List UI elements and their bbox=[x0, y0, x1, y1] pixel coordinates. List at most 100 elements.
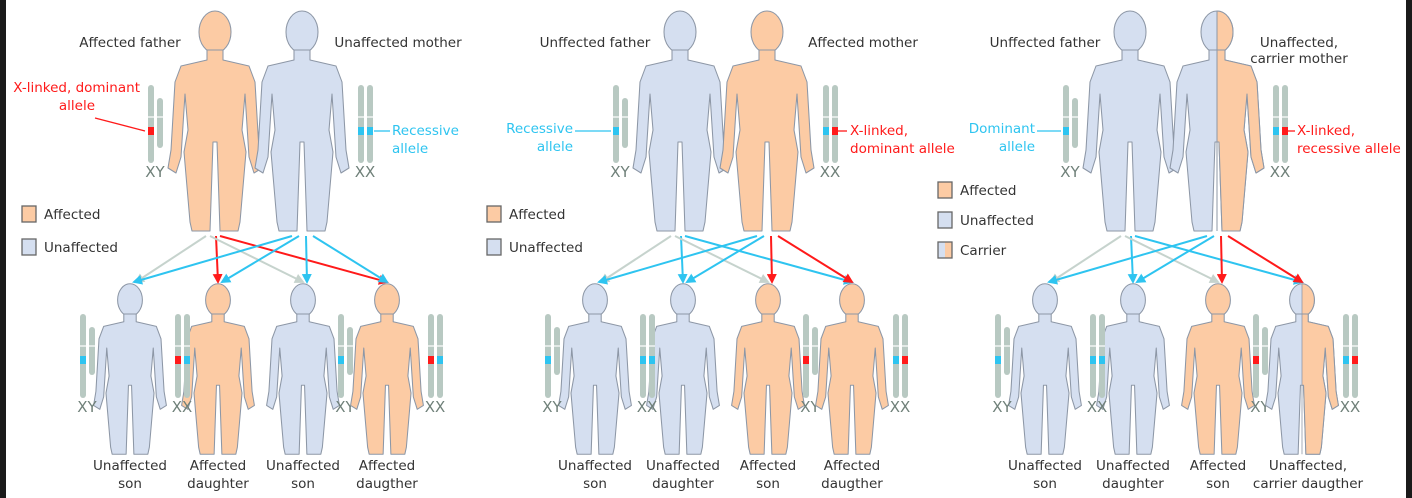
child-label: Unaffected bbox=[646, 458, 720, 474]
father-label: Unffected father bbox=[540, 35, 651, 51]
child-figure bbox=[266, 283, 340, 455]
xx-chromosomes: XX bbox=[890, 314, 911, 416]
allele-label: dominant allele bbox=[850, 141, 955, 157]
father-figure bbox=[167, 10, 263, 232]
mother-label: Affected mother bbox=[808, 35, 918, 51]
legend-label: Unaffected bbox=[44, 240, 118, 256]
dominant-allele-marker bbox=[1352, 356, 1358, 364]
father-inheritance-arrow bbox=[209, 235, 305, 283]
xy-chromosomes: XY bbox=[1250, 314, 1271, 416]
chromosome-label: XY bbox=[542, 398, 562, 416]
child-label: Affected bbox=[824, 458, 880, 474]
allele-label: X-linked, bbox=[1297, 123, 1355, 139]
xx-chromosomes: XX bbox=[1270, 85, 1291, 181]
recessive-allele-marker bbox=[649, 356, 655, 364]
mother-inheritance-arrow bbox=[1047, 235, 1208, 285]
father-inheritance-arrow bbox=[1124, 235, 1220, 283]
mother-figure bbox=[1169, 10, 1265, 232]
father-inheritance-arrow bbox=[599, 235, 672, 284]
allele-label: Dominant bbox=[969, 121, 1035, 137]
xy-chromosomes: XY bbox=[542, 314, 563, 416]
child-label: Unaffected bbox=[558, 458, 632, 474]
chromosome-label: XX bbox=[1340, 398, 1361, 416]
child-label: Affected bbox=[740, 458, 796, 474]
child-figure bbox=[815, 283, 889, 455]
xy-chromosomes: XY bbox=[800, 314, 821, 416]
xy-chromosomes: XY bbox=[145, 85, 166, 181]
father-figure bbox=[1082, 10, 1178, 232]
xx-chromosomes: XX bbox=[425, 314, 445, 416]
allele-label: X-linked, bbox=[850, 123, 908, 139]
xx-chromosomes: XX bbox=[172, 314, 192, 416]
child-label: Unaffected, bbox=[1269, 458, 1347, 474]
child-figure bbox=[93, 283, 167, 455]
mother-inheritance-arrow bbox=[1216, 235, 1227, 284]
recessive-allele-marker bbox=[184, 356, 190, 364]
dominant-allele-marker bbox=[832, 127, 838, 135]
father-label: Affected father bbox=[79, 35, 181, 51]
child-label: Unaffected bbox=[1096, 458, 1170, 474]
recessive-allele-marker bbox=[1273, 127, 1279, 135]
father-inheritance-arrow bbox=[674, 235, 770, 283]
mother-inheritance-arrow bbox=[597, 235, 758, 285]
child-label: daugther bbox=[821, 476, 883, 492]
child-figure bbox=[1096, 283, 1170, 455]
child-label: carrier daugther bbox=[1253, 476, 1364, 492]
father-inheritance-arrow bbox=[212, 235, 223, 284]
father-inheritance-arrow bbox=[1049, 235, 1122, 284]
child-label: Unaffected bbox=[266, 458, 340, 474]
chromosome-label: XY bbox=[335, 398, 355, 416]
mother-inheritance-arrow bbox=[220, 235, 300, 284]
recessive-allele-marker bbox=[1090, 356, 1096, 364]
mother-inheritance-arrow bbox=[132, 235, 293, 285]
chromosome-label: XX bbox=[637, 398, 658, 416]
legend-swatch-carrier bbox=[937, 241, 953, 259]
legend-swatch-affected bbox=[486, 205, 502, 223]
dominant-allele-marker bbox=[902, 356, 908, 364]
chromosome-label: XY bbox=[992, 398, 1012, 416]
chromosome-label: XX bbox=[890, 398, 911, 416]
dominant-allele-marker bbox=[428, 356, 434, 364]
allele-label: Recessive bbox=[506, 121, 573, 137]
child-label: son bbox=[756, 476, 780, 492]
dominant-allele-marker bbox=[803, 356, 809, 364]
xy-chromosomes: XY bbox=[77, 314, 98, 416]
child-label: son bbox=[1033, 476, 1057, 492]
dominant-allele-marker bbox=[148, 127, 154, 135]
chromosome-label: XY bbox=[145, 163, 165, 181]
father-inheritance-arrow bbox=[134, 235, 207, 284]
allele-label: allele bbox=[392, 141, 428, 157]
father-figure bbox=[632, 10, 728, 232]
recessive-allele-marker bbox=[640, 356, 646, 364]
chromosome-label: XX bbox=[1087, 398, 1108, 416]
mother-figure bbox=[719, 10, 815, 232]
chromosome-label: XX bbox=[355, 163, 376, 181]
recessive-allele-marker bbox=[1063, 127, 1069, 135]
mother-inheritance-arrow bbox=[1135, 235, 1215, 284]
child-figure bbox=[731, 283, 805, 455]
mother-inheritance-arrow bbox=[1227, 235, 1304, 284]
allele-label: allele bbox=[999, 139, 1035, 155]
xx-chromosomes: XX bbox=[355, 85, 376, 181]
legend-label: Affected bbox=[960, 183, 1016, 199]
mother-label: Unaffected, bbox=[1260, 35, 1338, 51]
allele-label: X-linked, dominant bbox=[13, 80, 140, 96]
legend-swatch-affected bbox=[21, 205, 37, 223]
recessive-allele-marker bbox=[437, 356, 443, 364]
chromosome-label: XX bbox=[1270, 163, 1291, 181]
chromosome-label: XY bbox=[1060, 163, 1080, 181]
xx-chromosomes: XX bbox=[637, 314, 658, 416]
legend-swatch-unaffected bbox=[937, 211, 953, 229]
allele-pointer-line bbox=[94, 117, 146, 132]
child-label: son bbox=[583, 476, 607, 492]
chromosome-label: XY bbox=[1250, 398, 1270, 416]
father-inheritance-arrow bbox=[219, 235, 389, 285]
xx-chromosomes: XX bbox=[1087, 314, 1108, 416]
mother-figure bbox=[254, 10, 350, 232]
recessive-allele-marker bbox=[893, 356, 899, 364]
xy-chromosomes: XY bbox=[1060, 85, 1081, 181]
child-label: daughter bbox=[187, 476, 249, 492]
